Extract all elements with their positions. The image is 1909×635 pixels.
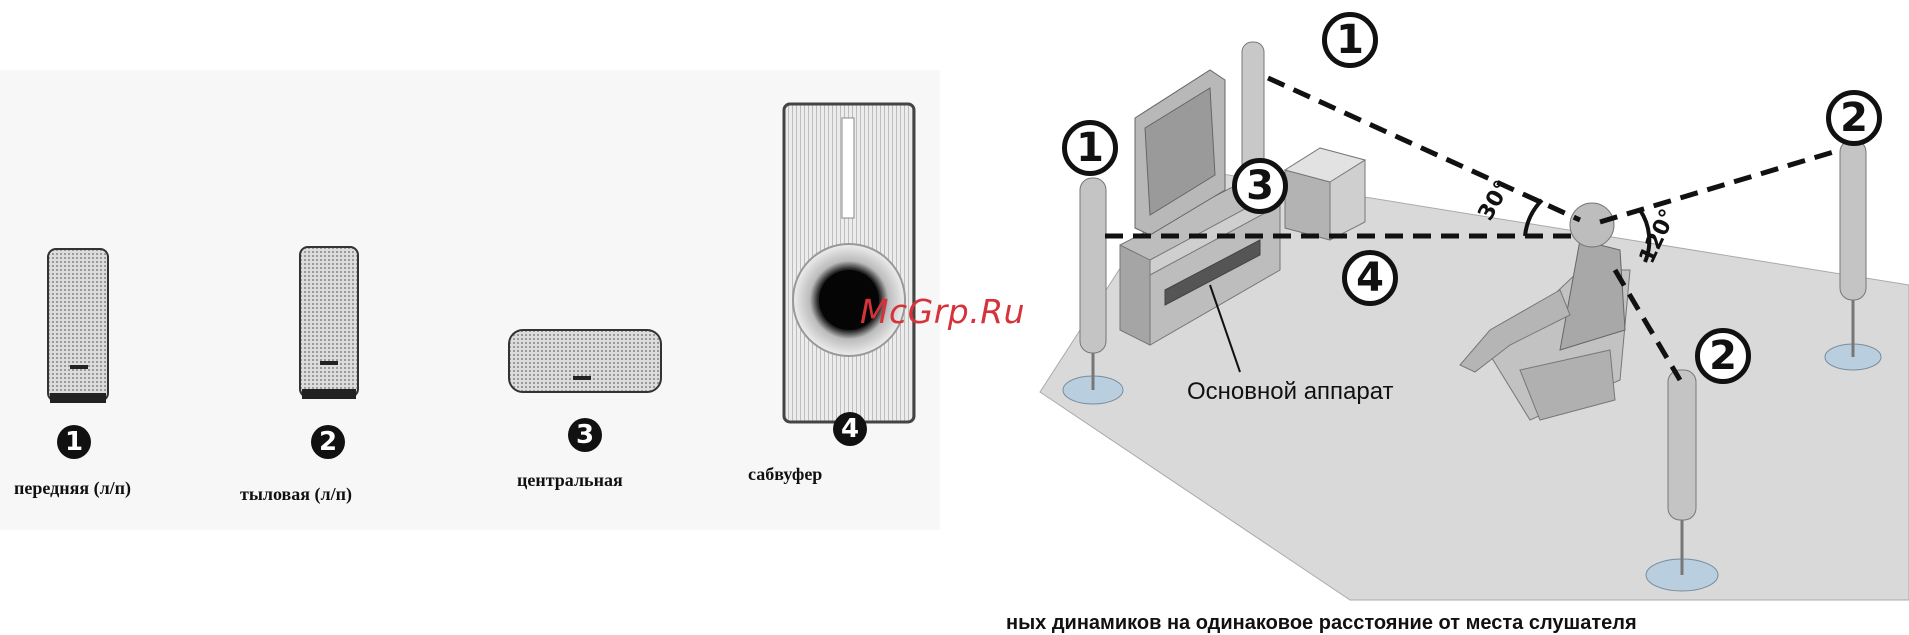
center-speaker-item <box>505 326 665 396</box>
rear-speaker-icon <box>296 243 376 403</box>
front-speaker-item <box>40 245 160 405</box>
speaker-number-badge: 4 <box>833 412 867 446</box>
speaker-number-badge: 3 <box>568 418 602 452</box>
rear-speaker-label: тыловая (л/п) <box>240 484 352 505</box>
subwoofer-label: сабвуфер <box>748 464 822 485</box>
speaker-number-badge: 4 <box>1342 250 1398 306</box>
speaker-number-badge: 1 <box>57 425 91 459</box>
speaker-number-badge: 2 <box>311 425 345 459</box>
speaker-number-badge: 3 <box>1232 158 1288 214</box>
room-layout-diagram: 30° 120° 1 1 2 2 3 4 Основной аппарат <box>1020 0 1909 625</box>
speaker-number-badge: 2 <box>1826 90 1882 146</box>
subwoofer-icon <box>780 100 920 430</box>
speaker-number-badge: 2 <box>1695 328 1751 384</box>
speaker-number-badge: 1 <box>1322 12 1378 68</box>
center-speaker-icon <box>505 326 665 396</box>
subwoofer-item <box>780 100 920 430</box>
main-unit-label: Основной аппарат <box>1187 378 1394 406</box>
center-speaker-label: центральная <box>517 470 623 491</box>
subwoofer-box-icon <box>1285 148 1365 240</box>
rear-speaker-item <box>296 243 376 403</box>
front-speaker-label: передняя (л/п) <box>14 478 131 499</box>
watermark-text: McGrp.Ru <box>860 292 1025 331</box>
speaker-number-badge: 1 <box>1062 120 1118 176</box>
bottom-caption: ных динамиков на одинаковое расстояние о… <box>1006 612 1637 635</box>
front-speaker-icon <box>40 245 160 405</box>
